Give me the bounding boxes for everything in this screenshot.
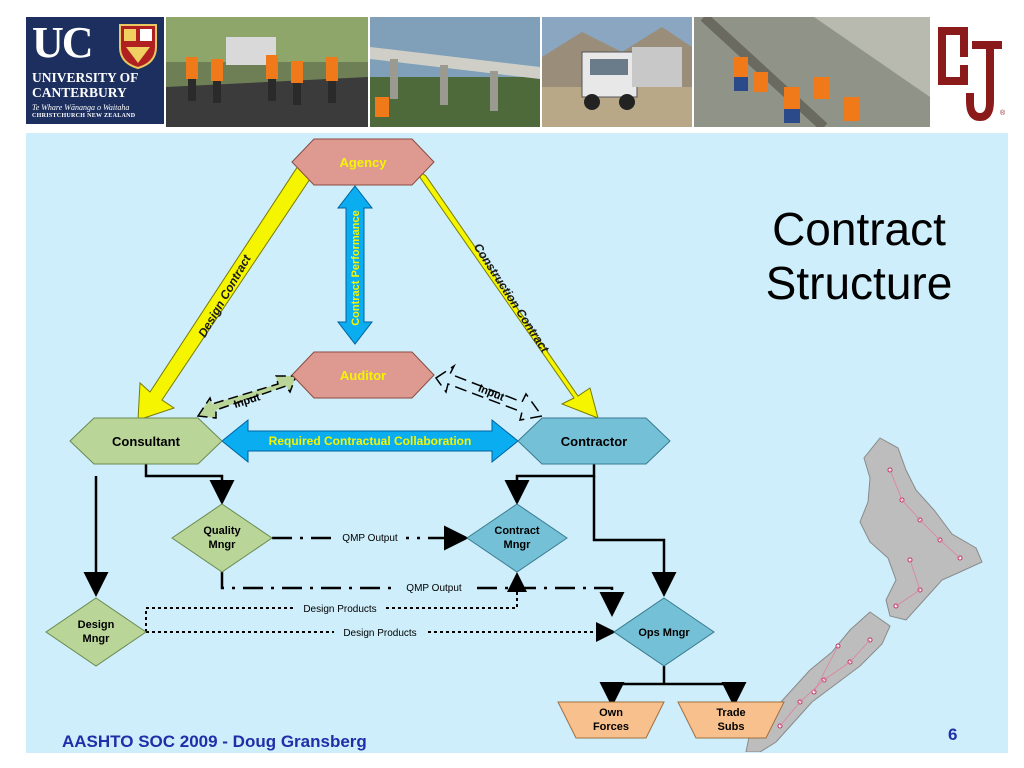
consultant-label: Consultant [112,434,181,449]
bridge-construction-photo [370,17,540,127]
page-number: 6 [948,725,958,744]
own-forces-node: Own Forces [557,701,665,739]
trade-subs-label-2: Subs [718,721,745,733]
contract-mngr-node: Contract Mngr [466,503,568,573]
road-workers-photo [166,17,368,127]
contractor-to-contract-mngr-connector [504,464,596,505]
agency-label: Agency [340,155,388,170]
university-of-oklahoma-logo: ® [938,27,1006,121]
contractor-to-ops-connector [592,476,677,597]
uc-logo-line-1: UNIVERSITY OF [32,70,139,85]
header-banner: UC UNIVERSITY OF CANTERBURY Te Whare Wān… [0,0,1024,133]
quality-mngr-label-2: Mngr [209,539,237,551]
auditor-node: Auditor [291,351,435,399]
contract-performance-arrow [336,185,374,345]
construction-contract-arrow [411,165,599,419]
university-of-canterbury-logo: UC UNIVERSITY OF CANTERBURY Te Whare Wān… [26,17,164,124]
ops-mngr-node: Ops Mngr [613,597,715,667]
design-mngr-node: Design Mngr [45,597,147,667]
contractor-label: Contractor [561,434,627,449]
consultant-to-quality-connector [144,464,235,505]
slide-title: Contract Structure [724,202,994,310]
contract-mngr-label-2: Mngr [504,539,532,551]
design-products-label-2: Design Products [343,628,416,639]
trade-subs-node: Trade Subs [677,701,785,739]
design-products-label-bg-2 [334,625,426,639]
uc-logo-line-2: CANTERBURY [32,85,127,100]
qmp-output-label-1: QMP Output [342,533,398,544]
footer-credit: AASHTO SOC 2009 - Doug Gransberg [62,732,367,751]
design-products-label-bg-1 [294,601,386,615]
bridge-deck-workers-photo [694,17,930,127]
consultant-node: Consultant [69,417,223,465]
ops-to-subs-connector [610,666,736,700]
design-contract-arrow [137,165,313,421]
uc-crest-icon [119,24,157,69]
contract-performance-label: Contract Performance [350,210,362,326]
qmp-output-label-2: QMP Output [406,583,462,594]
input-arrow-left: Input [196,375,298,419]
registered-mark: ® [1000,109,1006,117]
collaboration-label: Required Contractual Collaboration [269,434,472,448]
qmp-output-label-bg-2 [398,580,470,594]
uc-logo-letters: UC [32,18,94,67]
design-products-label-1: Design Products [303,604,376,615]
slide-title-line-1: Contract [772,203,946,255]
auditor-label: Auditor [340,368,386,383]
new-zealand-map [745,437,983,752]
design-mngr-label-1: Design [78,619,115,631]
design-products-connector-1 [145,572,527,632]
slide-title-line-2: Structure [765,257,953,309]
design-contract-label: Design Contract [195,252,254,340]
construction-contract-label: Construction Contract [471,241,553,356]
uc-logo-line-3: Te Whare Wānanga o Waitaha [32,103,130,112]
design-mngr-label-2: Mngr [83,633,111,645]
trade-subs-label-1: Trade [716,707,745,719]
own-forces-label-2: Forces [593,721,629,733]
ops-mngr-label: Ops Mngr [638,627,690,639]
truck-photo [542,17,692,127]
contract-mngr-label-1: Contract [494,525,540,537]
agency-node: Agency [291,138,435,186]
qmp-output-label-bg-1 [334,530,406,544]
contractor-node: Contractor [517,417,671,465]
input-label-left: Input [232,391,262,411]
input-arrow-right: Input [434,363,544,421]
uc-logo-line-4: CHRISTCHURCH NEW ZEALAND [32,113,136,119]
quality-mngr-label-1: Quality [203,525,241,537]
quality-mngr-node: Quality Mngr [171,503,273,573]
own-forces-label-1: Own [599,707,623,719]
